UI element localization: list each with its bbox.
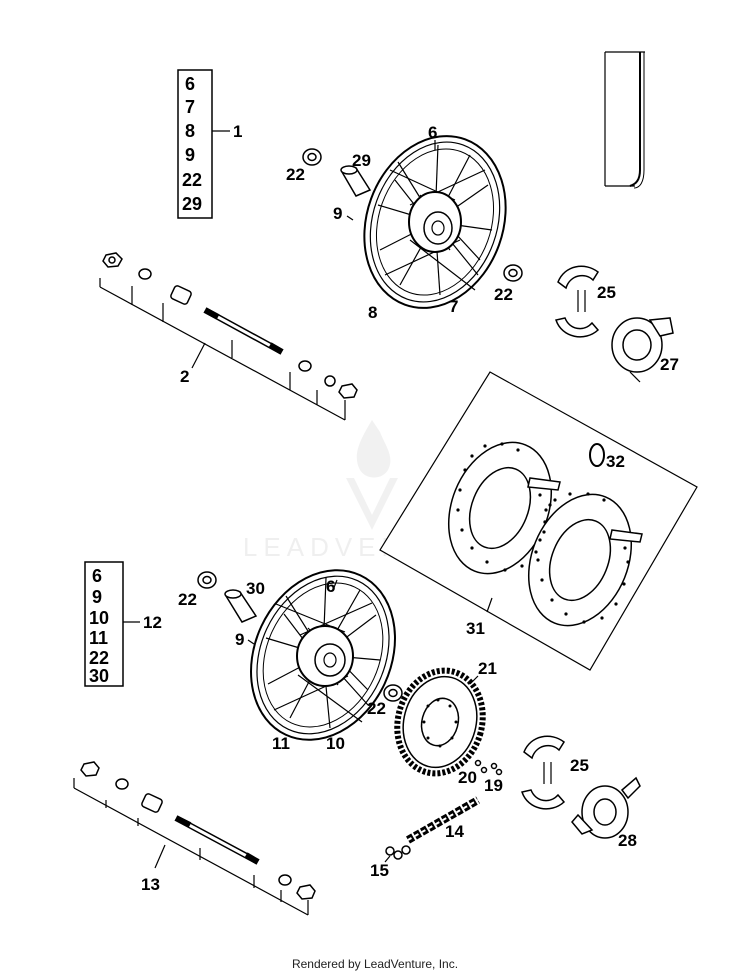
callout-2: 2	[180, 367, 189, 386]
front-wheel[interactable]: 6 8 7	[341, 116, 529, 328]
kit-item: 22	[89, 648, 109, 668]
callout-22: 22	[494, 285, 513, 304]
bolts-20-19[interactable]: 20 19	[458, 759, 503, 796]
callout-21: 21	[478, 659, 497, 678]
callout-27: 27	[660, 355, 679, 374]
callout-22: 22	[367, 699, 386, 718]
callout-14: 14	[445, 822, 464, 841]
callout-9: 9	[333, 204, 342, 223]
callout-29: 29	[352, 151, 371, 170]
rear-axle-assembly[interactable]: 13	[73, 761, 316, 916]
bearing-22-rear-right[interactable]: 22	[367, 684, 403, 718]
brake-shoes-rear[interactable]: 25	[521, 735, 589, 810]
master-link-15[interactable]: 15	[370, 845, 411, 880]
callout-31: 31	[466, 619, 485, 638]
spoke-part[interactable]	[604, 51, 645, 189]
kit-item: 11	[89, 628, 108, 648]
callout-10: 10	[326, 734, 345, 753]
callout-9-rear: 9	[235, 630, 255, 649]
callout-6: 6	[326, 577, 335, 596]
kit-item: 8	[185, 121, 195, 141]
callout-15: 15	[370, 861, 389, 880]
callout-8: 8	[368, 303, 377, 322]
kit-item: 6	[92, 566, 102, 586]
sprocket-21[interactable]: 21	[386, 659, 497, 783]
callout-32: 32	[606, 452, 625, 471]
rear-kit-box[interactable]: 6 9 10 11 22 30 12	[84, 561, 162, 687]
brake-plate-28[interactable]: 28	[571, 776, 641, 850]
callout-7: 7	[449, 297, 458, 316]
kit-item: 29	[182, 194, 202, 214]
kit-item: 9	[92, 587, 102, 607]
spacer-29[interactable]: 29	[340, 151, 372, 197]
callout-13: 13	[141, 875, 160, 894]
callout-25: 25	[597, 283, 616, 302]
kit-item: 9	[185, 145, 195, 165]
footer-credit: Rendered by LeadVenture, Inc.	[291, 957, 459, 971]
o-ring-32[interactable]: 32	[589, 443, 625, 471]
kit-item: 7	[185, 97, 195, 117]
gasket-kit-31[interactable]: 31	[379, 371, 698, 671]
callout-28: 28	[618, 831, 637, 850]
bearing-22-rear-left[interactable]: 22	[178, 571, 217, 609]
chain-14[interactable]: 14	[406, 796, 480, 844]
rear-wheel[interactable]: 6 11 10	[224, 547, 422, 764]
kit-item: 30	[89, 666, 109, 686]
bearing-22-front-right[interactable]: 22	[494, 264, 523, 304]
callout-6: 6	[428, 123, 437, 142]
kit-item: 22	[182, 170, 202, 190]
kit-item: 10	[89, 608, 109, 628]
callout-19: 19	[484, 776, 503, 795]
callout-1: 1	[233, 122, 242, 141]
callout-22: 22	[178, 590, 197, 609]
bearing-22-front-left[interactable]: 22	[286, 148, 322, 184]
callout-30: 30	[246, 579, 265, 598]
callout-25: 25	[570, 756, 589, 775]
front-kit-box[interactable]: 6 7 8 9 22 29 1	[177, 69, 242, 219]
callout-22: 22	[286, 165, 305, 184]
callout-9: 9	[235, 630, 244, 649]
kit-item: 6	[185, 74, 195, 94]
spacer-30[interactable]: 30	[224, 579, 265, 623]
brake-shoes-front[interactable]: 25	[555, 265, 616, 338]
callout-11: 11	[272, 734, 290, 753]
callout-12: 12	[143, 613, 162, 632]
front-axle-assembly[interactable]: 2	[99, 252, 358, 421]
brake-plate-27[interactable]: 27	[611, 317, 679, 383]
callout-9-front: 9	[333, 204, 354, 223]
callout-20: 20	[458, 768, 477, 787]
